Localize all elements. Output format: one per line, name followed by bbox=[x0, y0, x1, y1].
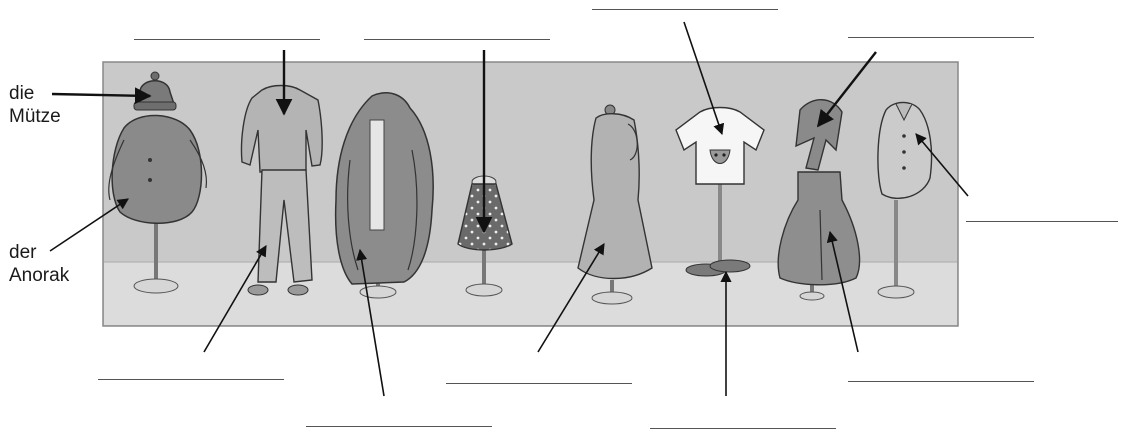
answer-blank[interactable] bbox=[98, 379, 284, 380]
answer-blank[interactable] bbox=[848, 381, 1034, 382]
answer-blank[interactable] bbox=[966, 221, 1118, 222]
answer-blank[interactable] bbox=[848, 37, 1034, 38]
cap-label: die Mütze bbox=[9, 82, 61, 128]
answer-blank[interactable] bbox=[306, 426, 492, 427]
answer-blank[interactable] bbox=[364, 39, 550, 40]
answer-blank[interactable] bbox=[446, 383, 632, 384]
cap-noun: Mütze bbox=[9, 105, 61, 128]
cap-article: die bbox=[9, 82, 61, 105]
anorak-label: der Anorak bbox=[9, 241, 69, 287]
answer-blank[interactable] bbox=[592, 9, 778, 10]
anorak-article: der bbox=[9, 241, 69, 264]
answer-blank[interactable] bbox=[650, 428, 836, 429]
answer-blank[interactable] bbox=[134, 39, 320, 40]
anorak-noun: Anorak bbox=[9, 264, 69, 287]
